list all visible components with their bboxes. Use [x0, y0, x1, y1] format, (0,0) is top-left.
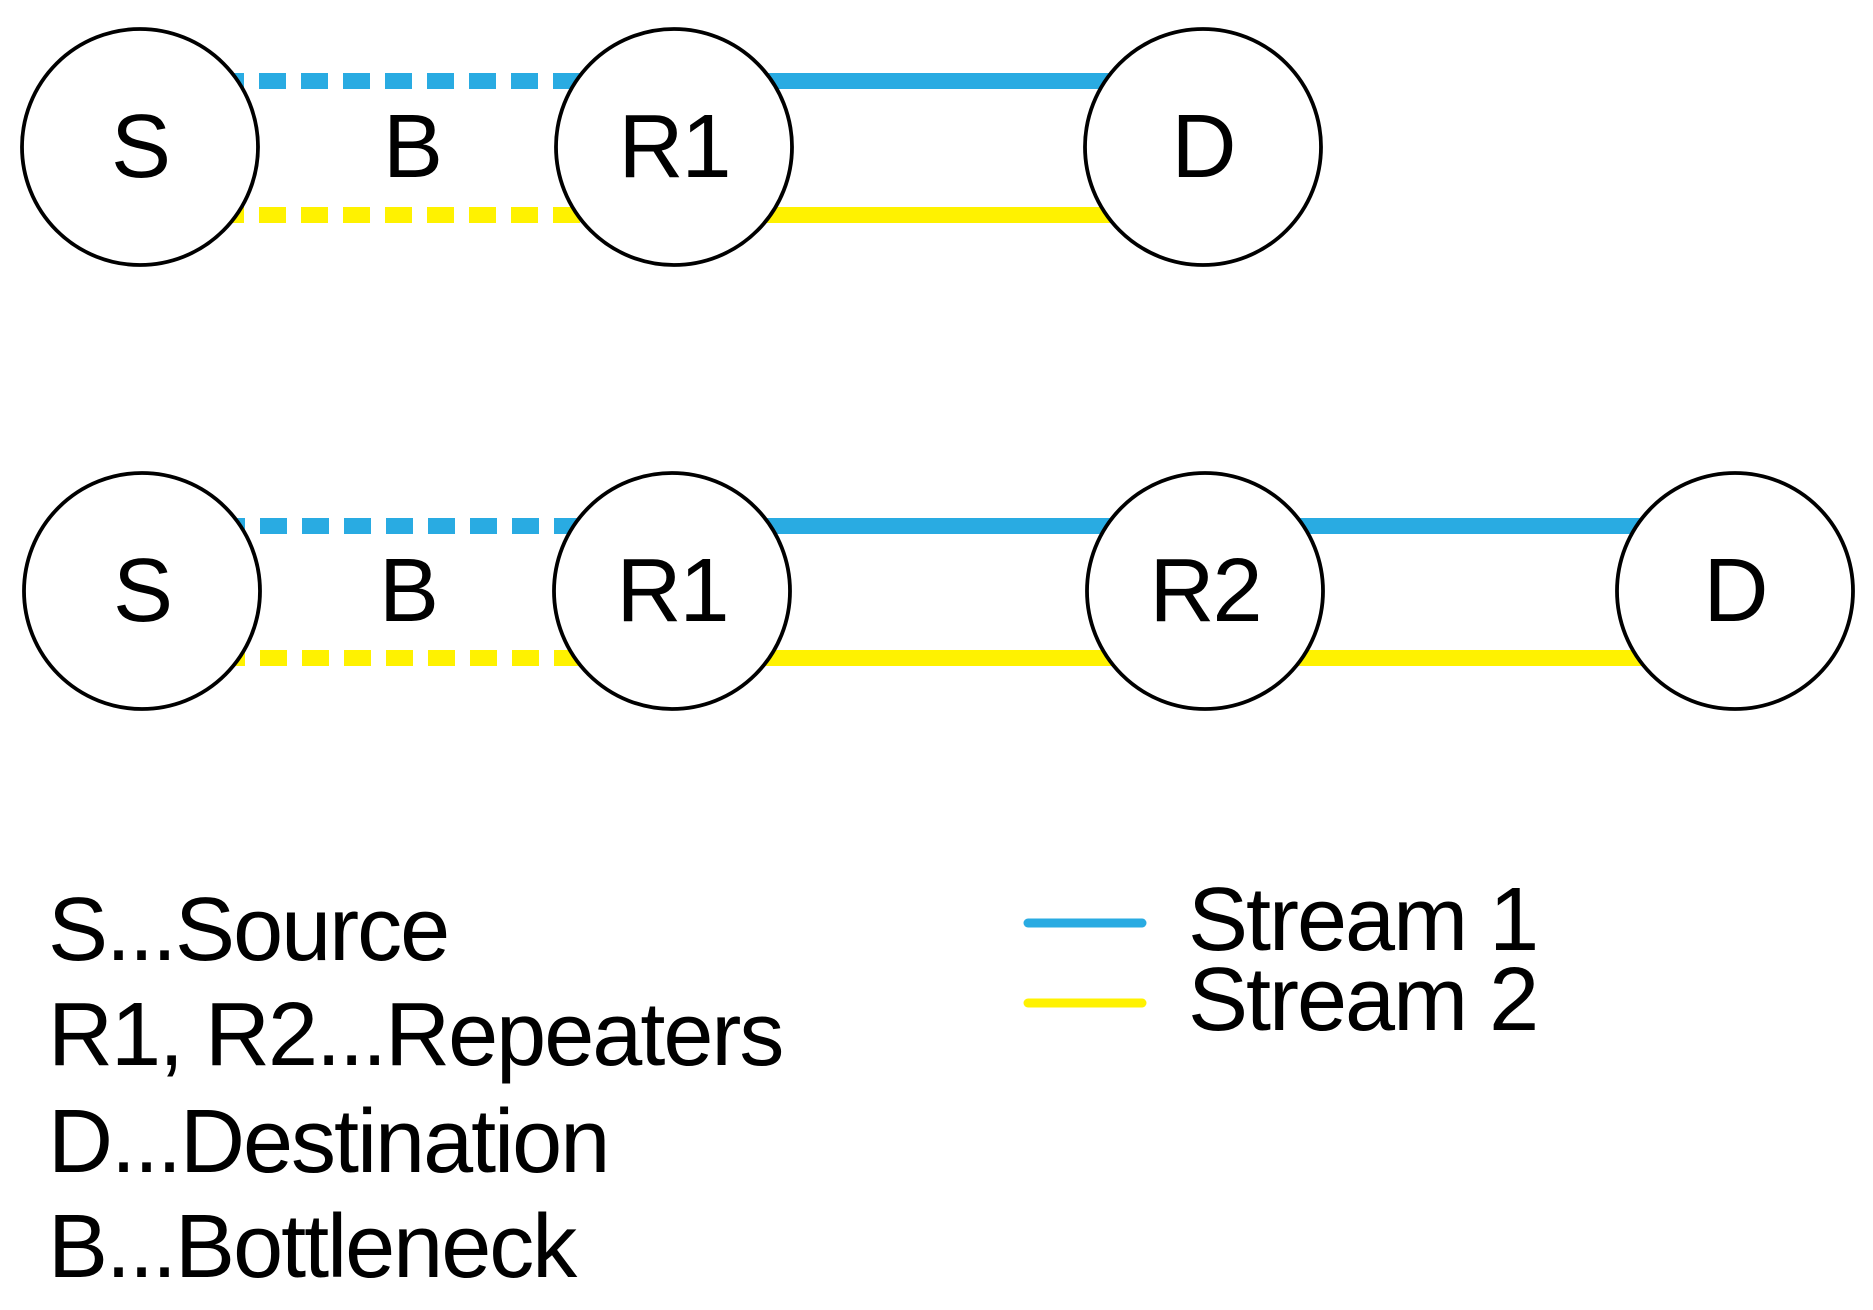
bottom-node-destination-label: D [1704, 541, 1767, 641]
bottom-node-repeater1-circle [552, 471, 792, 711]
top-node-source-circle [20, 27, 260, 267]
legend-def-destination: D...Destination [48, 1092, 608, 1192]
bottom-bottleneck-label: B [379, 541, 437, 641]
legend-def-bottleneck: B...Bottleneck [48, 1197, 578, 1297]
top-node-destination-label: D [1172, 97, 1235, 197]
bottom-node-repeater2-label: R2 [1149, 541, 1260, 641]
legend-def-source: S...Source [48, 880, 448, 980]
bottom-node-repeater2-circle [1085, 471, 1325, 711]
legend-streams: Stream 1 Stream 2 [1023, 870, 1539, 1050]
bottom-node-source-label: S [113, 541, 171, 641]
bottom-node-destination-circle [1615, 471, 1855, 711]
top-node-repeater1-label: R1 [618, 97, 729, 197]
bottom-node-repeater1-label: R1 [616, 541, 727, 641]
legend-stream2-label: Stream 2 [1188, 950, 1537, 1050]
top-node-repeater1-circle [554, 27, 794, 267]
bottom-node-source-circle [22, 471, 262, 711]
top-bottleneck-label: B [383, 97, 441, 197]
diagram-bottom: S R1 R2 D B [22, 471, 1855, 711]
diagram-top: S R1 D B [20, 27, 1323, 267]
legend-stream1-label: Stream 1 [1188, 870, 1537, 970]
top-node-source-label: S [111, 97, 169, 197]
legend-definitions: S...Source R1, R2...Repeaters D...Destin… [48, 880, 784, 1297]
legend-def-repeaters: R1, R2...Repeaters [48, 985, 782, 1085]
top-node-destination-circle [1083, 27, 1323, 267]
